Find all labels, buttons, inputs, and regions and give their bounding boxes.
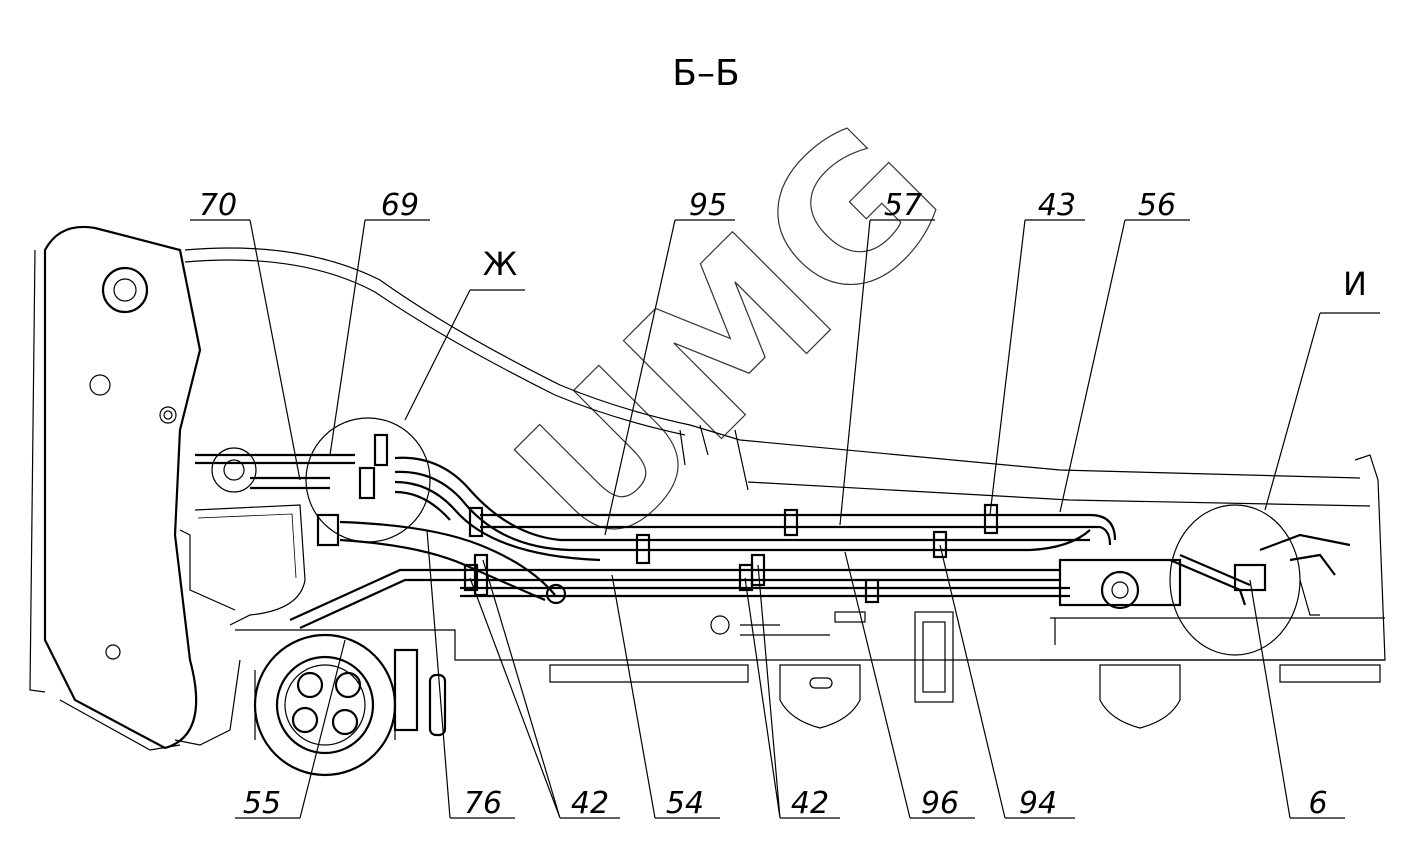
callout-69: 69 — [329, 188, 430, 456]
svg-text:95: 95 — [689, 188, 727, 223]
svg-text:42: 42 — [791, 786, 829, 821]
svg-text:69: 69 — [381, 188, 419, 223]
callout-i: И — [1264, 265, 1380, 511]
callout-43: 43 — [989, 188, 1085, 516]
callout-95: 95 — [604, 188, 735, 536]
callout-zh: Ж — [404, 245, 525, 421]
frame-rail — [235, 611, 1385, 729]
callouts-bottom: 55 76 42 54 42 96 94 6 — [235, 529, 1345, 821]
svg-text:96: 96 — [921, 786, 959, 821]
svg-text:И: И — [1343, 265, 1367, 303]
svg-text:56: 56 — [1138, 188, 1176, 223]
hose-bundle — [195, 433, 1117, 630]
svg-text:6: 6 — [1308, 786, 1327, 821]
callout-6: 6 — [1249, 579, 1345, 821]
callout-94: 94 — [939, 544, 1075, 821]
callout-56: 56 — [1059, 188, 1190, 513]
valve-block — [1058, 533, 1351, 616]
callout-55: 55 — [235, 639, 346, 821]
detail-circle-zh — [305, 417, 431, 543]
callout-70: 70 — [190, 188, 301, 481]
callout-76: 76 — [426, 529, 515, 821]
callout-42-right: 42 — [744, 564, 840, 821]
svg-text:70: 70 — [199, 188, 237, 223]
svg-text:54: 54 — [666, 786, 704, 821]
callout-57: 57 — [839, 188, 935, 526]
svg-text:57: 57 — [884, 188, 922, 223]
svg-text:94: 94 — [1019, 786, 1057, 821]
svg-text:42: 42 — [571, 786, 609, 821]
svg-text:76: 76 — [464, 786, 502, 821]
swing-gearbox — [174, 633, 447, 777]
detail-circle-i — [1169, 504, 1301, 656]
svg-text:Ж: Ж — [483, 245, 517, 283]
frame-plate — [29, 225, 257, 751]
callout-42-left: 42 — [469, 559, 620, 821]
svg-text:43: 43 — [1038, 188, 1076, 223]
callout-54: 54 — [611, 574, 720, 821]
svg-text:55: 55 — [243, 786, 281, 821]
callouts-top: 70 69 Ж 95 57 43 56 И — [190, 188, 1380, 536]
callout-96: 96 — [844, 551, 975, 821]
section-title: Б–Б — [672, 53, 739, 94]
